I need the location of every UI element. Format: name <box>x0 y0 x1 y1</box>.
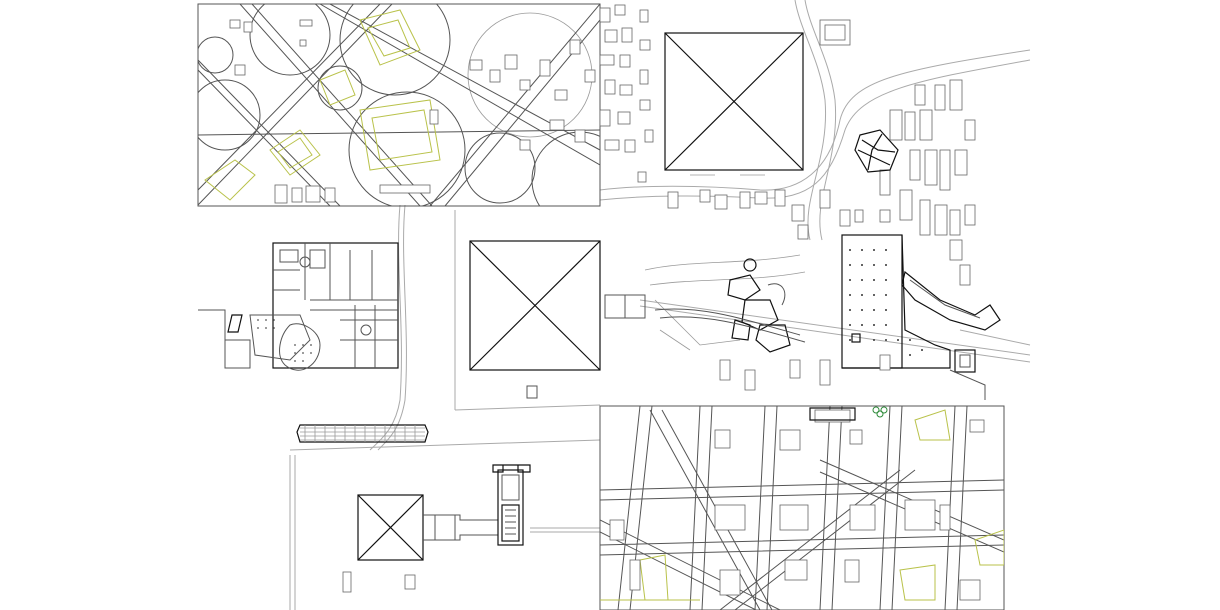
faceted-monument <box>854 129 899 173</box>
plaza-complex-east <box>644 234 1001 400</box>
pyramid-large-north <box>664 32 804 176</box>
long-colonnade <box>296 424 429 443</box>
city-grid-fragment-northwest <box>197 3 601 207</box>
building-blocks-north <box>599 4 976 286</box>
city-grid-fragment-southeast <box>599 405 1005 610</box>
temple-precinct-south <box>342 464 531 593</box>
pyramid-small-south <box>357 494 498 561</box>
pyramid-central <box>469 240 646 399</box>
courtyard-block-west <box>198 242 399 371</box>
